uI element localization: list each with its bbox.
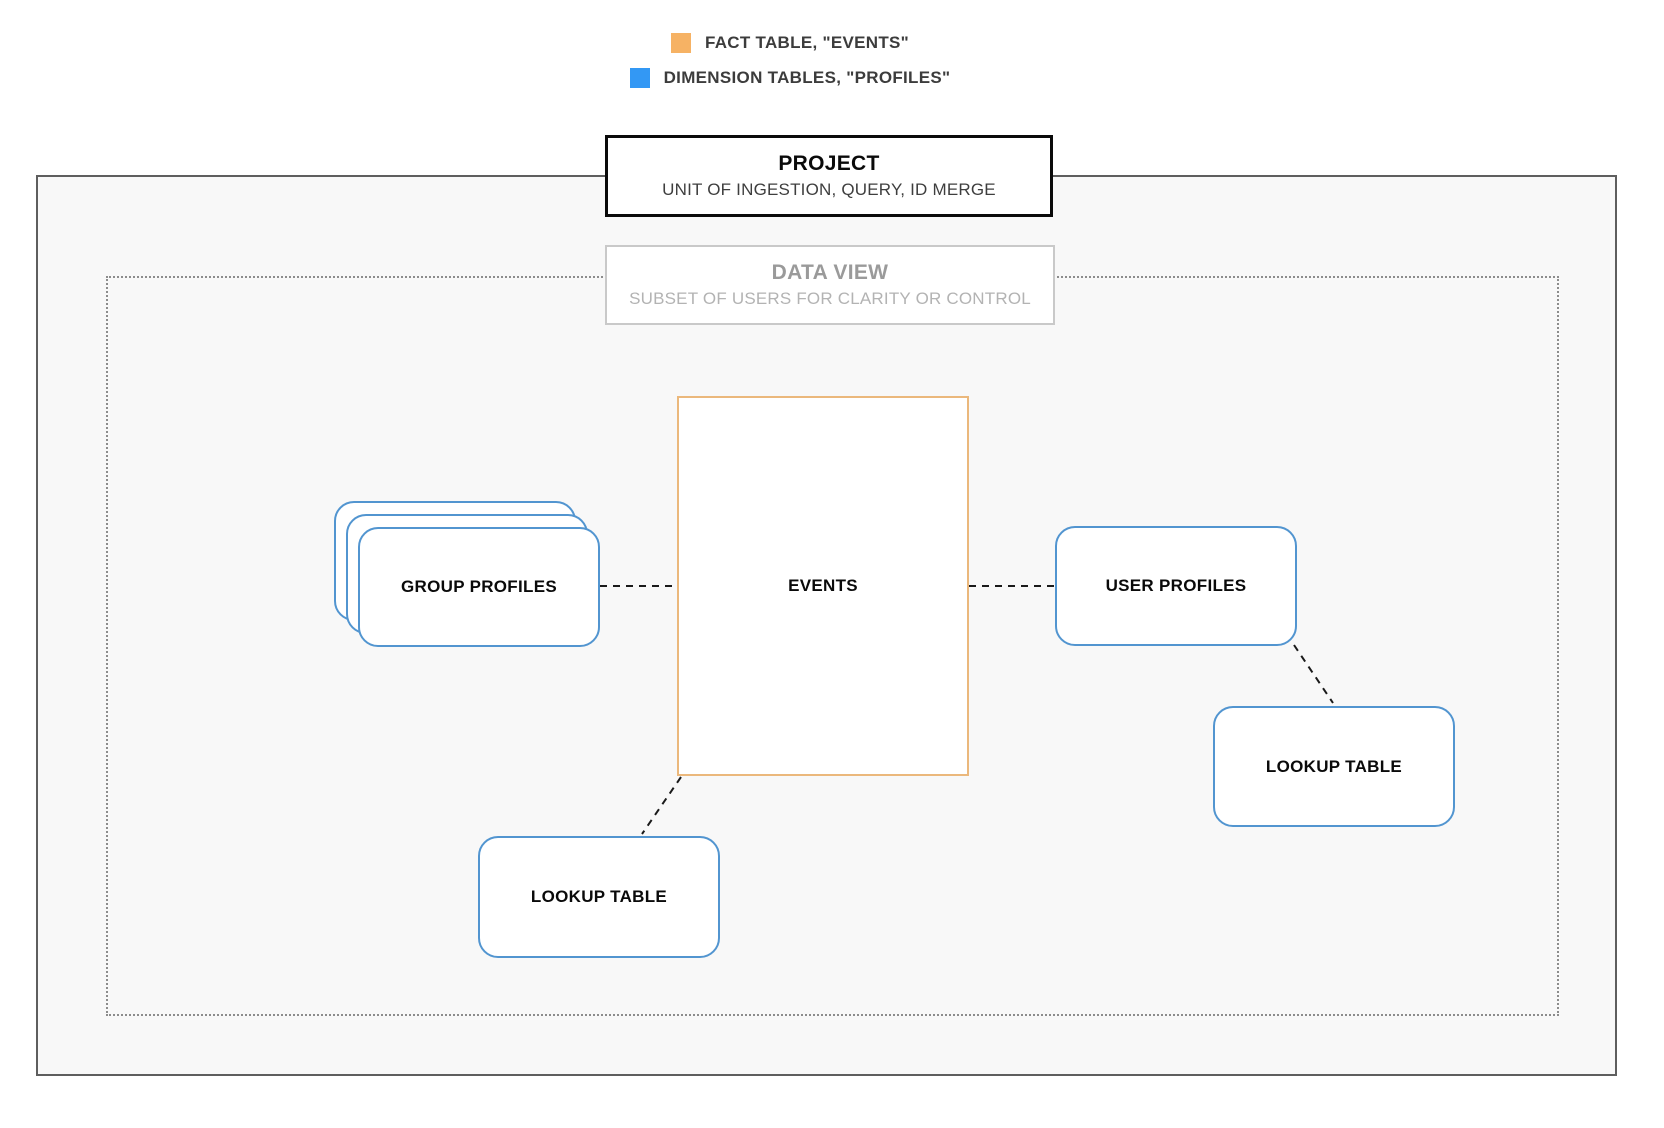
group-profiles-node: GROUP PROFILES (358, 527, 600, 647)
data-view-title: DATA VIEW (771, 261, 889, 284)
group-profiles-node-label: GROUP PROFILES (401, 577, 557, 596)
legend: FACT TABLE, "EVENTS" DIMENSION TABLES, "… (440, 33, 1140, 88)
lookup-table-bottom-node-label: LOOKUP TABLE (530, 887, 668, 906)
legend-item-fact-table: FACT TABLE, "EVENTS" (670, 33, 910, 53)
user-profiles-node: USER PROFILES (1055, 526, 1297, 646)
project-title: PROJECT (778, 152, 880, 175)
legend-item-dimension-tables: DIMENSION TABLES, "PROFILES" (629, 68, 951, 88)
lookup-table-right-node-label: LOOKUP TABLE (1265, 756, 1403, 776)
fact-table-swatch-icon (670, 33, 691, 53)
legend-item-label: DIMENSION TABLES, "PROFILES" (663, 68, 951, 87)
data-view-box: DATA VIEW SUBSET OF USERS FOR CLARITY OR… (605, 245, 1055, 325)
lookup-table-right-node: LOOKUP TABLE (1213, 706, 1455, 827)
events-node-label: EVENTS (788, 576, 858, 595)
project-box: PROJECT UNIT OF INGESTION, QUERY, ID MER… (605, 135, 1053, 217)
data-view-subtitle: SUBSET OF USERS FOR CLARITY OR CONTROL (629, 289, 1031, 308)
dimension-tables-swatch-icon (629, 68, 650, 88)
lookup-table-bottom-node: LOOKUP TABLE (478, 836, 720, 958)
user-profiles-node-label: USER PROFILES (1105, 576, 1247, 595)
events-node: EVENTS (677, 396, 969, 776)
legend-item-label: FACT TABLE, "EVENTS" (704, 33, 910, 52)
project-subtitle: UNIT OF INGESTION, QUERY, ID MERGE (662, 180, 996, 199)
